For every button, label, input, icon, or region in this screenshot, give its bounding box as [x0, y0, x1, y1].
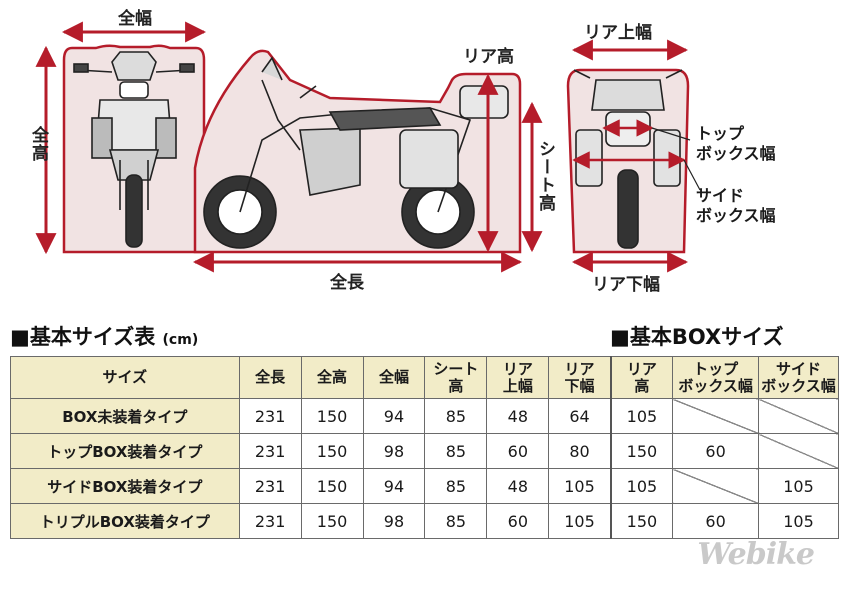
rear-bottom-width-label: リア下幅 — [592, 275, 660, 295]
front-view — [35, 21, 207, 255]
col-rear-height: リア高 — [609, 356, 674, 399]
rear-top-width-label: リア上幅 — [584, 23, 652, 43]
col-rear-bottom-width: リア下幅 — [548, 356, 612, 399]
col-side-box-width: サイドボックス幅 — [758, 356, 839, 399]
table-row: サイドBOX装着タイプ 231 150 94 85 48 105 105 105 — [10, 468, 839, 504]
col-top-box-width: トップボックス幅 — [672, 356, 760, 399]
basic-size-title: ■基本サイズ表 (cm) — [10, 325, 199, 349]
side-box-width-label: サイド ボックス幅 — [696, 186, 776, 225]
col-width: 全幅 — [362, 356, 426, 399]
webike-logo: Webike — [697, 537, 815, 572]
table-row: トップBOX装着タイプ 231 150 98 85 60 80 150 60 — [10, 433, 839, 469]
col-seat-height: シート高 — [424, 356, 488, 399]
size-table: サイズ 全長 全高 全幅 シート高 リア上幅 リア下幅 リア高 トップボックス幅… — [10, 356, 839, 539]
top-box-width-label: トップ ボックス幅 — [696, 124, 776, 163]
table-row: BOX未装着タイプ 231 150 94 85 48 64 105 — [10, 398, 839, 434]
col-height: 全高 — [300, 356, 364, 399]
total-height-label: 全高 — [28, 126, 48, 162]
col-length: 全長 — [238, 356, 302, 399]
col-size: サイズ — [10, 356, 240, 399]
table-header-row: サイズ 全長 全高 全幅 シート高 リア上幅 リア下幅 リア高 トップボックス幅… — [10, 356, 839, 399]
col-rear-top-width: リア上幅 — [486, 356, 550, 399]
total-width-label: 全幅 — [118, 9, 152, 29]
total-length-label: 全長 — [330, 273, 364, 293]
dimension-diagram: 全幅 全高 リア高 シート高 全長 リア上幅 トップ ボックス幅 サイド ボック… — [28, 9, 776, 295]
side-view — [192, 49, 543, 273]
table-row: トリプルBOX装着タイプ 231 150 98 85 60 105 150 60… — [10, 503, 839, 539]
motorcycle-cover-diagram — [35, 21, 701, 273]
rear-height-label: リア高 — [463, 47, 514, 67]
rear-view — [566, 39, 701, 273]
seat-height-label: シート高 — [535, 140, 555, 212]
basic-box-title: ■基本BOXサイズ — [610, 325, 784, 349]
